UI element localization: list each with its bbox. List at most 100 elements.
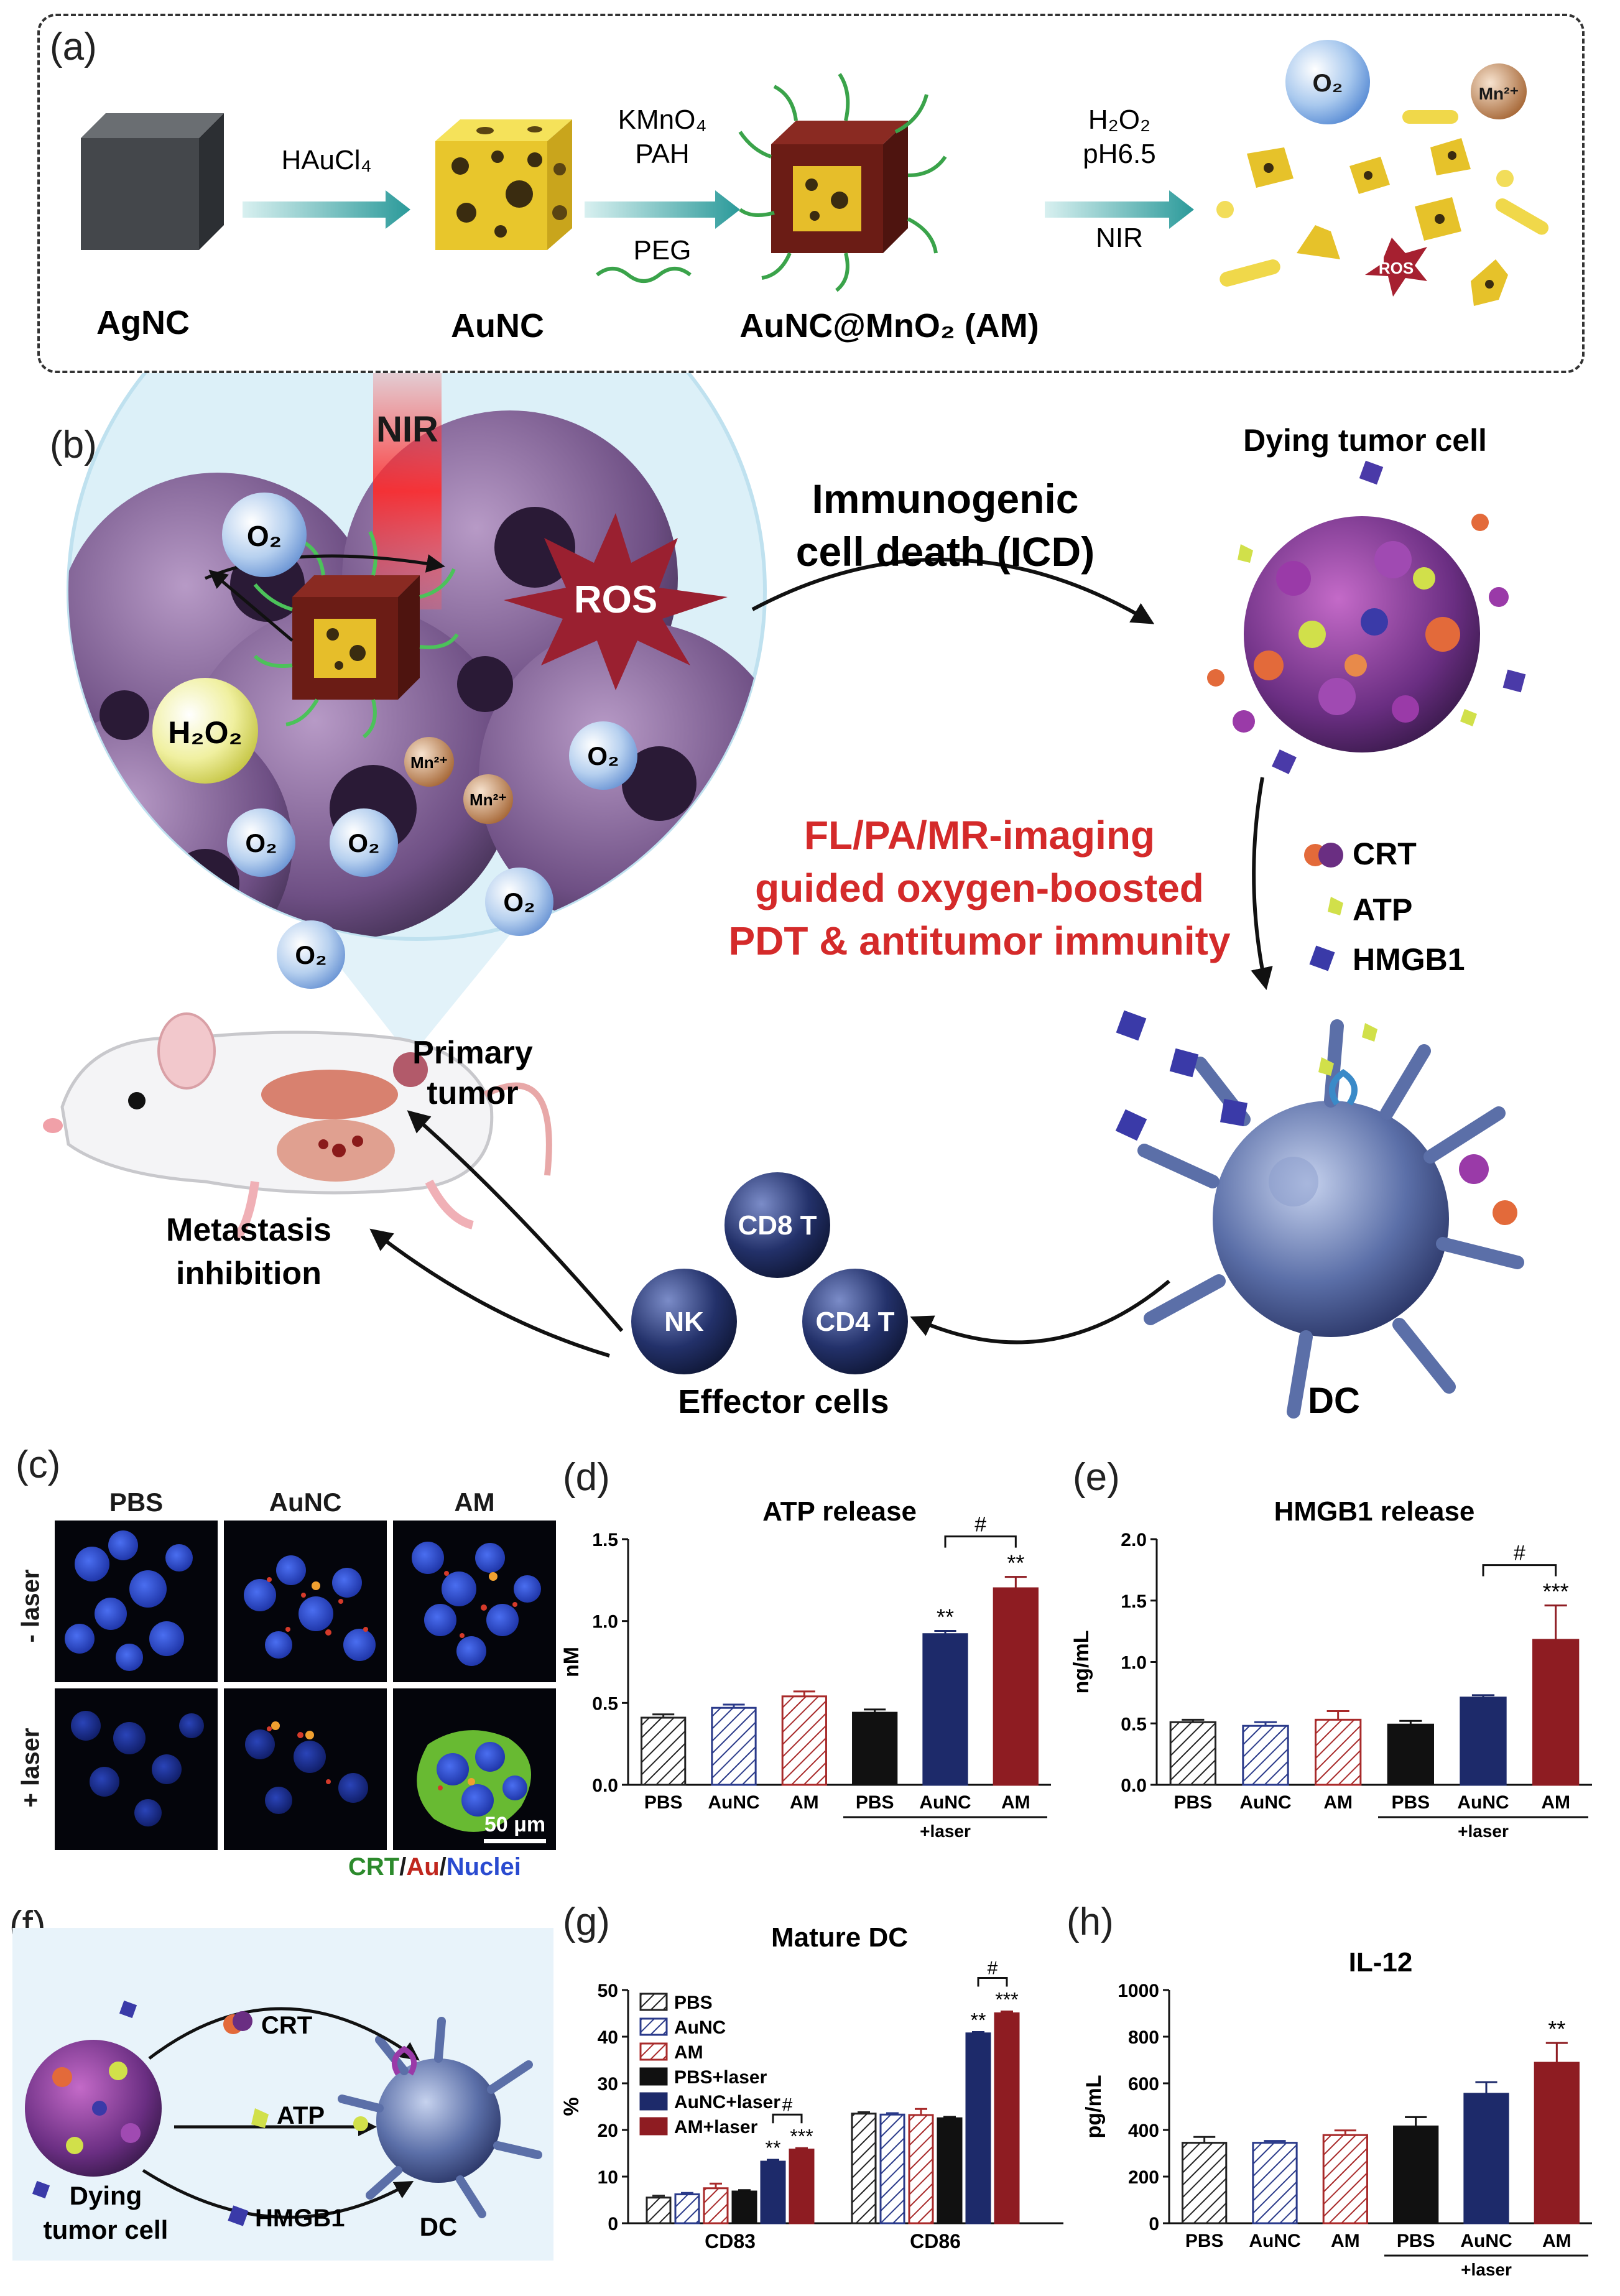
effector-arrow-1 — [407, 1110, 624, 1332]
legend-crt: CRT — [1353, 836, 1417, 871]
x-tick-label: AM — [1542, 2231, 1571, 2251]
bar — [674, 2193, 700, 2224]
mouse-icon — [43, 1012, 552, 1241]
legend-swatch — [639, 2067, 668, 2086]
f-atp-label: ATP — [277, 2102, 325, 2129]
panel-b-scheme: NIR ROS O₂ H₂O₂ Mn²⁺ Mn²⁺ O₂ O₂ O₂ O — [43, 373, 1526, 1421]
h2o2-label: H₂O₂ — [168, 715, 242, 750]
x-tick-label: AuNC — [1460, 2231, 1512, 2251]
nir-label: NIR — [376, 409, 438, 450]
legend-label: AM — [674, 2042, 703, 2063]
headline-line-1: FL/PA/MR-imaging — [804, 813, 1155, 858]
nir-beam — [373, 373, 442, 609]
bar — [1252, 2142, 1298, 2224]
panel-a-scheme: O₂ Mn²⁺ ROS HAuCl₄ KMnO₄ PAH PEG H₂O₂ pH… — [81, 40, 1549, 345]
reaction-arrow-2 — [585, 190, 740, 283]
bar — [908, 2114, 934, 2224]
reagent-nir: NIR — [1096, 223, 1143, 253]
chart-title: IL-12 — [1349, 1947, 1413, 1978]
reaction-arrow-1 — [243, 190, 410, 229]
o2-label-2: O₂ — [587, 741, 619, 771]
significance-bracket — [977, 1977, 1008, 1987]
f-dying-line-1: Dying — [70, 2181, 142, 2210]
legend-hmgb1: HMGB1 — [1353, 942, 1465, 977]
legend-label: PBS+laser — [674, 2067, 767, 2088]
y-axis-label: nM — [560, 1647, 583, 1677]
cell-cd8: CD8 T — [738, 1210, 817, 1241]
significance-mark: ** — [1007, 1550, 1024, 1576]
y-tick-label: 1.5 — [1121, 1591, 1147, 1612]
y-tick-label: 1.5 — [592, 1530, 618, 1550]
bar — [937, 2117, 963, 2224]
reaction-arrow-3 — [1045, 190, 1194, 229]
bar — [994, 2012, 1020, 2224]
x-tick-label: AM — [1323, 1792, 1353, 1813]
y-tick-label: 0.0 — [592, 1775, 618, 1796]
legend-atp: ATP — [1353, 892, 1412, 927]
chart-title: ATP release — [762, 1496, 917, 1527]
x-tick-label: AM — [1001, 1792, 1030, 1813]
f-dying-line-2: tumor cell — [44, 2215, 169, 2244]
ros-star-icon — [504, 513, 728, 690]
zoom-bubbles — [152, 493, 637, 989]
cd4-t-cell-icon — [802, 1269, 908, 1374]
bar — [1460, 1697, 1507, 1786]
reagent-ph: pH6.5 — [1083, 139, 1155, 169]
panel-e-label: (e) — [1073, 1456, 1120, 1499]
bar — [1387, 1723, 1435, 1786]
bracket-label: # — [1514, 1542, 1525, 1565]
aunc-cube-icon — [435, 119, 572, 250]
x-tick-label: AuNC — [1249, 2231, 1300, 2251]
primary-tumor-line-2: tumor — [427, 1075, 518, 1111]
bar — [1169, 1721, 1217, 1786]
icd-arrow — [751, 557, 1155, 624]
y-tick-label: 40 — [598, 2027, 618, 2048]
mature-dc-chart: Mature DC%01020304050*****CD83#*****CD86… — [560, 1922, 1063, 2252]
y-tick-label: 0 — [608, 2214, 618, 2234]
x-tick-label: PBS — [1391, 1792, 1430, 1813]
panel-b-label: (b) — [50, 424, 97, 466]
y-tick-label: 1.0 — [1121, 1653, 1147, 1673]
bar — [1463, 2093, 1509, 2224]
legend-swatch — [639, 2092, 668, 2111]
degradation-products — [1216, 40, 1549, 306]
bracket-label: # — [974, 1513, 986, 1537]
legend-swatch — [639, 2017, 668, 2036]
metastasis-line-2: inhibition — [176, 1256, 322, 1292]
panel-f-scheme: CRT ATP HMGB1 Dying tumor cell DC — [12, 1928, 553, 2261]
y-tick-label: 2.0 — [1121, 1530, 1147, 1550]
bracket-label: # — [782, 2095, 793, 2115]
bar — [965, 2032, 991, 2224]
panel-g-label: (g) — [563, 1900, 610, 1943]
dying-legend — [1304, 843, 1343, 971]
f-crt-label: CRT — [261, 2012, 312, 2039]
reagent-haucl4: HAuCl₄ — [281, 145, 371, 175]
x-tick-label: PBS — [1185, 2231, 1224, 2251]
x-tick-label: CD83 — [705, 2230, 756, 2252]
bar — [731, 2190, 757, 2224]
y-tick-label: 30 — [598, 2074, 618, 2095]
y-tick-label: 800 — [1128, 2027, 1159, 2048]
x-tick-label: PBS — [1173, 1792, 1212, 1813]
ros-label: ROS — [574, 578, 657, 621]
bar — [1182, 2142, 1228, 2224]
mn-ion-icon — [1471, 63, 1527, 119]
ros-text: ROS — [1379, 259, 1414, 277]
legend-label: AM+laser — [674, 2117, 758, 2137]
y-tick-label: 1000 — [1118, 1981, 1159, 2001]
significance-bracket — [944, 1535, 1017, 1548]
y-tick-label: 0.5 — [1121, 1714, 1147, 1734]
laser-group-label: +laser — [1458, 1822, 1509, 1841]
step-name-aunc: AuNC — [451, 307, 544, 345]
x-tick-label: AM — [1331, 2231, 1360, 2251]
am-particle-icon — [205, 530, 459, 739]
o2-label-3: O₂ — [245, 828, 277, 858]
panel-d-label: (d) — [563, 1456, 610, 1499]
reagent-pah: PAH — [635, 139, 689, 169]
y-tick-label: 10 — [598, 2167, 618, 2188]
dying-tumor-cell-title: Dying tumor cell — [1243, 423, 1487, 458]
bar — [993, 1587, 1039, 1786]
x-tick-label: PBS — [1397, 2231, 1435, 2251]
micro-col-pbs: PBS — [109, 1488, 164, 1517]
